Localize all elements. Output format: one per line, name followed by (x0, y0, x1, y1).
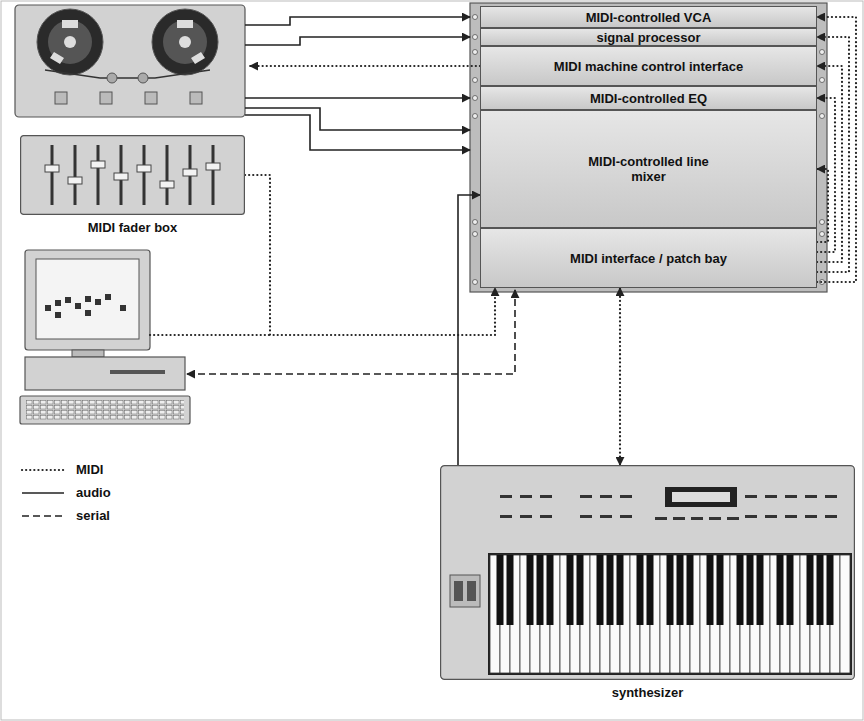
legend-label: audio (76, 485, 111, 500)
midi-connector (817, 98, 835, 252)
unit-label: MIDI-controlled VCA (586, 10, 712, 25)
unit-label: MIDI-controlled EQ (590, 91, 707, 106)
unit-label: MIDI machine control interface (554, 59, 743, 74)
device-label: MIDI fader box (20, 220, 245, 235)
rack-unit: signal processor (480, 28, 817, 46)
legend-line-sample (20, 465, 66, 475)
tape-recorder (15, 5, 245, 117)
legend-line-sample (20, 488, 66, 498)
unit-label: signal processor (596, 30, 700, 45)
unit-label: MIDI interface / patch bay (570, 251, 727, 266)
audio-connector (458, 195, 480, 465)
midi-wire (250, 65, 480, 67)
rack-unit: MIDI-controlled EQ (480, 86, 817, 110)
midi-wire (150, 334, 270, 336)
synthesizer-drawing (440, 465, 855, 680)
rack-unit: MIDI-controlled VCA (480, 6, 817, 28)
rack-unit: MIDI-controlled line mixer (480, 110, 817, 228)
rack-frame (470, 3, 827, 292)
midi-connector (817, 17, 856, 282)
legend-label: serial (76, 508, 110, 523)
legend: MIDI audio serial (20, 458, 111, 527)
synthesizer-unit: synthesizer (440, 465, 855, 707)
computer (20, 250, 190, 424)
legend-label: MIDI (76, 462, 103, 477)
legend-line-sample (20, 511, 66, 521)
midi-connector (817, 37, 849, 272)
rack-unit: MIDI interface / patch bay (480, 228, 817, 288)
legend-item: serial (20, 504, 111, 527)
legend-item: MIDI (20, 458, 111, 481)
legend-item: audio (20, 481, 111, 504)
audio-wire (245, 17, 470, 150)
rack-unit: MIDI machine control interface (480, 46, 817, 86)
fader-box-drawing (20, 135, 245, 215)
midi-connector (817, 66, 842, 262)
fader-box: MIDI fader box (20, 135, 245, 237)
device-label: synthesizer (440, 685, 855, 700)
midi-connector (619, 288, 621, 465)
midi-connector (817, 169, 828, 242)
unit-label: MIDI-controlled line mixer (579, 154, 719, 184)
serial-wire (187, 290, 515, 374)
